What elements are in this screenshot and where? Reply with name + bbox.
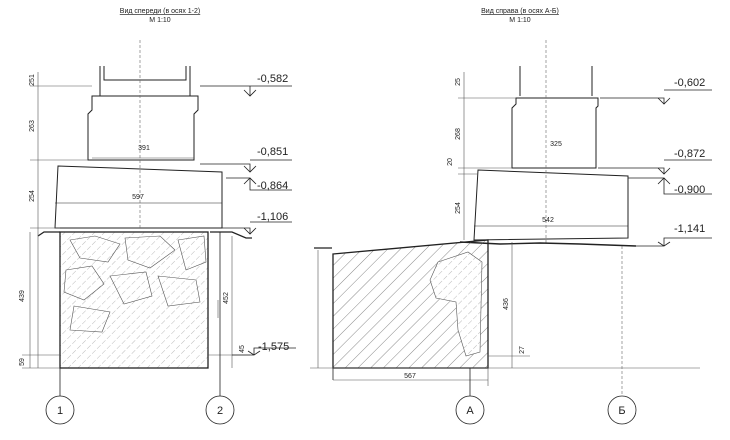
side-dim-25: 25 bbox=[455, 78, 462, 86]
side-elev-4: -1,141 bbox=[674, 223, 705, 235]
front-view-scale: М 1:10 bbox=[149, 17, 171, 24]
side-elev-1: -0,602 bbox=[674, 77, 705, 89]
front-elev-1: -0,582 bbox=[257, 73, 288, 85]
front-elevation-marks: -0,582 -0,851 -0,864 -1,106 -1,575 bbox=[200, 73, 296, 356]
front-dim-263: 263 bbox=[29, 120, 36, 132]
front-column-body bbox=[87, 95, 199, 161]
side-dim-567: 567 bbox=[404, 373, 416, 380]
front-view: Вид спереди (в осях 1-2) М 1:10 391 597 … bbox=[19, 8, 296, 425]
side-elev-3: -0,900 bbox=[674, 184, 705, 196]
front-ground-line bbox=[37, 231, 252, 239]
front-axis-bubble-1 bbox=[45, 395, 75, 425]
front-axis-label-2: 2 bbox=[217, 405, 223, 417]
side-elev-2: -0,872 bbox=[674, 148, 705, 160]
side-dim-325: 325 bbox=[550, 141, 562, 148]
side-axis-label-b: Б bbox=[618, 405, 625, 417]
side-view-title: Вид справа (в осях А-Б) bbox=[481, 8, 559, 15]
front-dim-254: 254 bbox=[29, 190, 36, 202]
front-foundation-fill bbox=[60, 232, 208, 368]
side-stone-inclusion-hatch bbox=[430, 252, 482, 356]
side-dim-254: 254 bbox=[455, 202, 462, 214]
front-elev-3: -0,864 bbox=[257, 180, 288, 192]
side-dim-542: 542 bbox=[542, 217, 554, 224]
side-axis-label-a: А bbox=[466, 405, 474, 417]
side-dim-20: 20 bbox=[447, 158, 454, 166]
front-foundation bbox=[59, 231, 209, 369]
front-axis-bubble-2 bbox=[205, 395, 235, 425]
front-dim-452: 452 bbox=[223, 292, 230, 304]
front-view-title: Вид спереди (в осях 1-2) bbox=[120, 8, 200, 15]
front-dim-391: 391 bbox=[138, 145, 150, 152]
side-dim-27: 27 bbox=[519, 346, 526, 354]
front-dim-45: 45 bbox=[239, 345, 246, 353]
front-dim-59: 59 bbox=[19, 358, 26, 366]
front-elev-2: -0,851 bbox=[257, 146, 288, 158]
side-view-scale: М 1:10 bbox=[509, 17, 531, 24]
side-plinth bbox=[473, 169, 629, 241]
side-column-cap bbox=[519, 66, 593, 96]
front-elev-5: -1,575 bbox=[258, 341, 289, 353]
front-elev-4: -1,106 bbox=[257, 211, 288, 223]
side-dim-436: 436 bbox=[503, 298, 510, 310]
side-column-body bbox=[511, 97, 599, 169]
front-axis-label-1: 1 bbox=[57, 405, 63, 417]
side-view: Вид справа (в осях А-Б) М 1:10 325 542 2… bbox=[310, 8, 712, 425]
side-axis-bubble-b bbox=[607, 395, 637, 425]
front-dim-251: 251 bbox=[29, 74, 36, 86]
side-dim-268: 268 bbox=[455, 128, 462, 140]
front-dim-439: 439 bbox=[19, 290, 26, 302]
front-column-cap bbox=[99, 66, 191, 96]
front-rubble-stones bbox=[63, 235, 207, 333]
side-axis-bubble-a bbox=[455, 395, 485, 425]
side-elevation-marks: -0,602 -0,872 -0,900 -1,141 bbox=[598, 77, 712, 247]
front-dim-597: 597 bbox=[132, 194, 144, 201]
